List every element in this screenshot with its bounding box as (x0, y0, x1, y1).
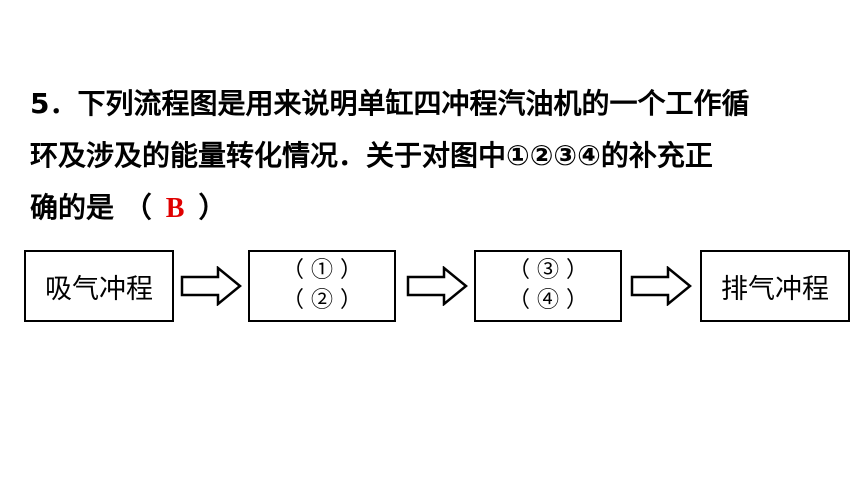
answer-letter: B (165, 193, 185, 224)
flow-arrow-1 (180, 266, 242, 306)
question-text: 5．下列流程图是用来说明单缸四冲程汽油机的一个工作循 环及涉及的能量转化情况．关… (30, 78, 830, 235)
flow-box-blank-1-2: （ ① ） （ ② ） (248, 250, 396, 322)
flow-box-label: 吸气冲程 (45, 273, 153, 305)
blank-2: （ ② ） (282, 288, 362, 313)
question-line-3-prefix: 确的是 （ (30, 191, 152, 224)
flow-arrow-3 (630, 266, 692, 306)
question-line-3: 确的是 （ B ） (30, 182, 830, 235)
question-number: 5 (30, 87, 50, 120)
blank-3: （ ③ ） (508, 258, 588, 283)
question-line-2: 环及涉及的能量转化情况．关于对图中①②③④的补充正 (30, 139, 713, 172)
blank-1: （ ① ） (282, 258, 362, 283)
flow-box-exhaust-stroke: 排气冲程 (700, 250, 850, 322)
question-line-1-text: ．下列流程图是用来说明单缸四冲程汽油机的一个工作循 (49, 87, 750, 120)
flow-box-intake-stroke: 吸气冲程 (24, 250, 174, 322)
question-line-1: 5．下列流程图是用来说明单缸四冲程汽油机的一个工作循 (30, 78, 830, 130)
flow-arrow-2 (406, 266, 468, 306)
blank-4: （ ④ ） (508, 288, 588, 313)
question-line-3-suffix: ） (198, 191, 227, 224)
flow-box-label: 排气冲程 (721, 273, 829, 305)
flow-box-blank-3-4: （ ③ ） （ ④ ） (474, 250, 622, 322)
